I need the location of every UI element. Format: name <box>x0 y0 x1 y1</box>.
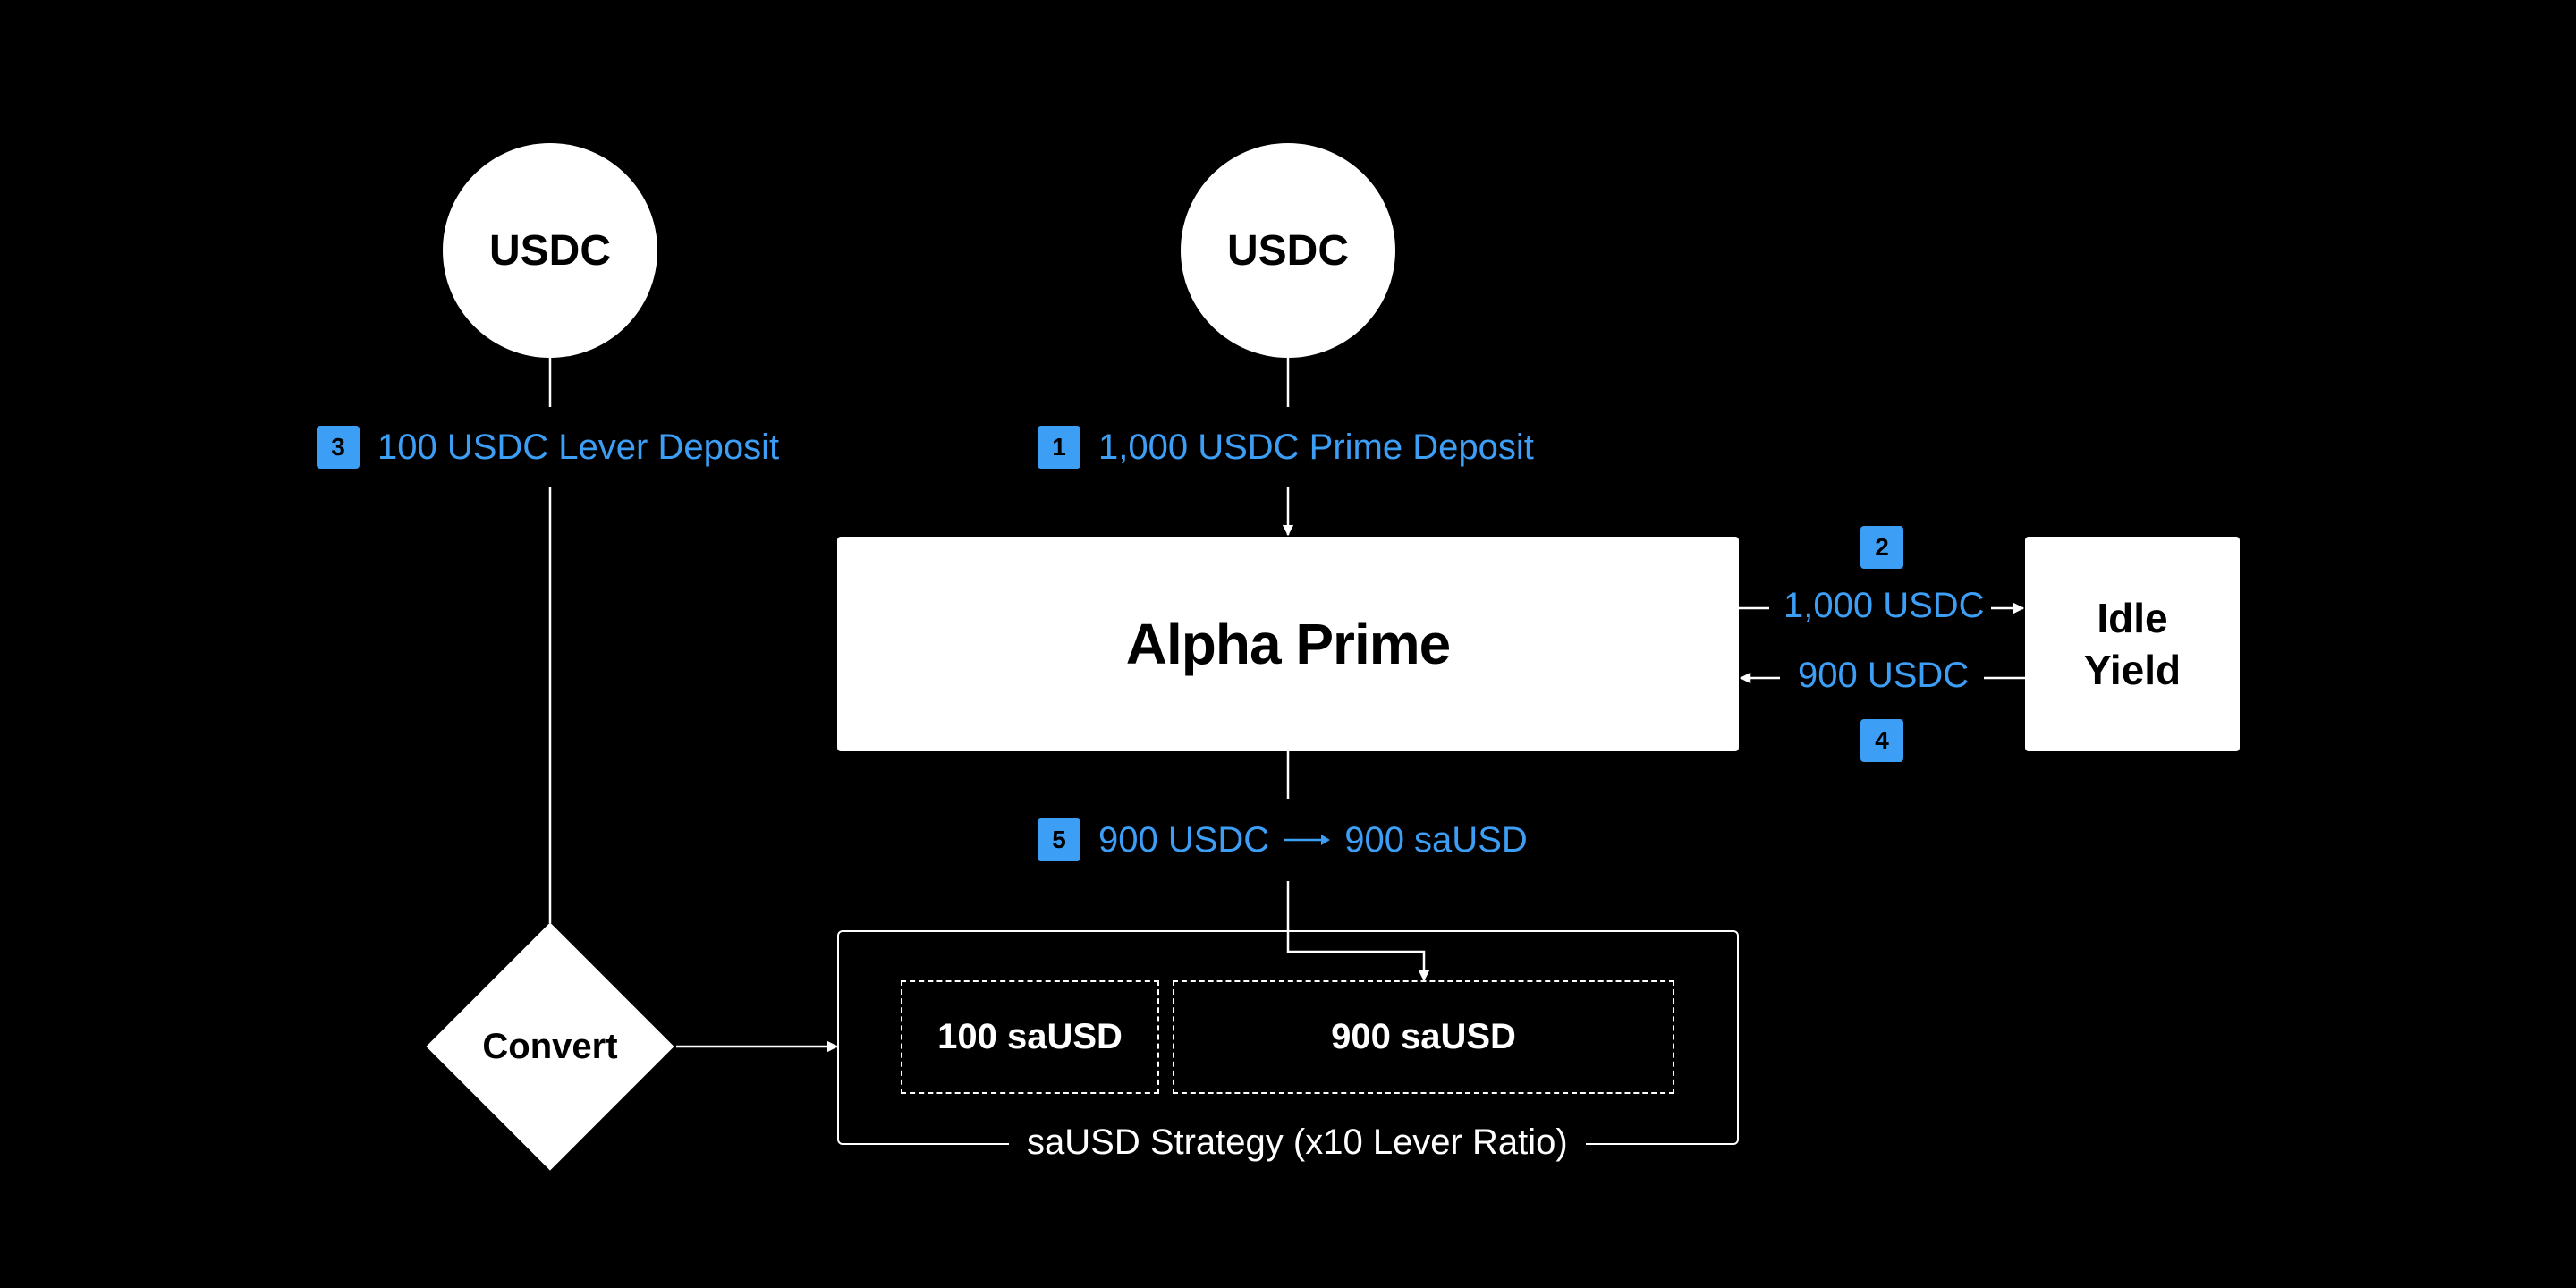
alpha-prime-label: Alpha Prime <box>1125 612 1451 676</box>
holding-small-label: 100 saUSD <box>937 1017 1123 1056</box>
step-5-text-to: 900 saUSD <box>1344 819 1528 860</box>
step-1-badge: 1 <box>1038 426 1080 469</box>
step-4-text: 900 USDC <box>1798 656 1970 695</box>
usdc-right-label: USDC <box>1226 226 1349 275</box>
step-5-arrow-icon <box>1284 835 1331 845</box>
holding-900-saUSD: 900 saUSD <box>1173 980 1674 1094</box>
strategy-caption: saUSD Strategy (x10 Lever Ratio) <box>1009 1123 1586 1163</box>
step-3-label: 3 100 USDC Lever Deposit <box>317 426 779 469</box>
step-2-badge: 2 <box>1860 526 1903 569</box>
alpha-prime-node: Alpha Prime <box>837 537 1739 751</box>
step-2-label: 1,000 USDC <box>1784 586 1985 626</box>
usdc-source-right: USDC <box>1181 143 1395 358</box>
step-1-text: 1,000 USDC Prime Deposit <box>1098 427 1534 467</box>
usdc-source-left: USDC <box>443 143 657 358</box>
edge-to-900-saUSD <box>1286 881 1430 982</box>
step-5-text-from: 900 USDC <box>1098 819 1270 860</box>
step-2-text: 1,000 USDC <box>1784 586 1985 625</box>
usdc-left-label: USDC <box>488 226 611 275</box>
idle-yield-label-line2: Yield <box>2083 647 2182 693</box>
holding-large-label: 900 saUSD <box>1331 1017 1516 1056</box>
convert-node: Convert <box>425 921 675 1172</box>
convert-label: Convert <box>482 1026 618 1066</box>
step-4-label: 900 USDC <box>1798 656 1969 696</box>
step-1-label: 1 1,000 USDC Prime Deposit <box>1038 426 1534 469</box>
step-5-badge: 5 <box>1038 818 1080 861</box>
idle-yield-label-line1: Idle <box>2097 595 2168 641</box>
step-5-label: 5 900 USDC 900 saUSD <box>1038 818 1528 861</box>
step-3-text: 100 USDC Lever Deposit <box>377 427 780 467</box>
idle-yield-node: Idle Yield <box>2025 537 2240 751</box>
step-4-badge: 4 <box>1860 719 1903 762</box>
step-3-badge: 3 <box>317 426 360 469</box>
holding-100-saUSD: 100 saUSD <box>901 980 1159 1094</box>
